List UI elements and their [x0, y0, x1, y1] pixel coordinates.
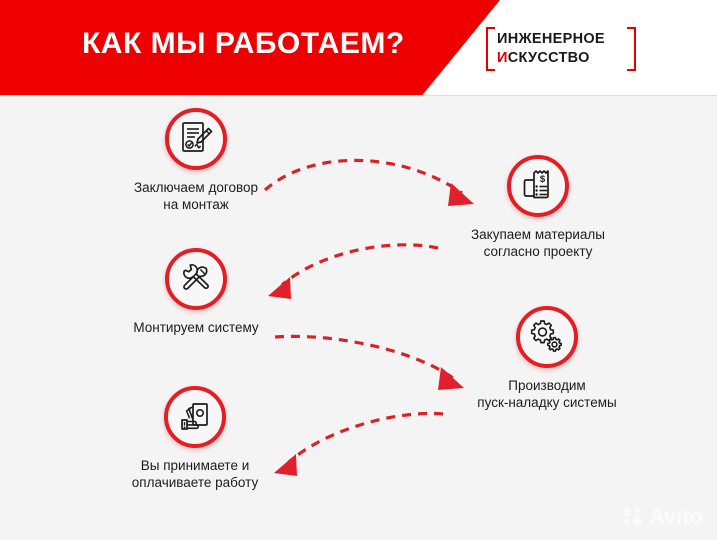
step-5-label: Вы принимаете и оплачиваете работу	[131, 458, 259, 490]
logo-line-one: ИНЖЕНЕРНОЕ	[497, 31, 605, 47]
step-2-icon-circle: $	[507, 155, 569, 217]
step-1-label: Заключаем договор на монтаж	[133, 180, 259, 212]
step-2-label: Закупаем материалы согласно проекту	[471, 227, 605, 259]
avito-dots-icon	[622, 507, 645, 527]
page-title: КАК МЫ РАБОТАЕМ?	[82, 27, 405, 60]
hand-money-icon	[181, 403, 208, 430]
step-4-icon-circle	[516, 306, 578, 368]
logo-bracket-right-icon	[627, 27, 636, 71]
avito-watermark-text: Avito	[648, 504, 703, 529]
step-2: $ Закупаем материалы согласно проекту	[443, 155, 633, 260]
step-1-icon-circle	[165, 108, 227, 170]
step-5: Вы принимаете и оплачиваете работу	[104, 386, 286, 491]
step-1: Заключаем договор на монтаж	[106, 108, 286, 213]
logo-bracket-left-icon	[486, 27, 495, 71]
step-4-label: Производим пуск-наладку системы	[477, 378, 617, 410]
logo-line-two-rest: СКУССТВО	[507, 50, 590, 66]
arrow-step4-to-step5	[274, 411, 444, 476]
logo-line-two: ИСКУССТВО	[497, 50, 590, 66]
header-red-banner	[0, 0, 500, 95]
arrow-step2-to-step3	[268, 243, 439, 299]
avito-watermark: Avito	[622, 504, 703, 529]
svg-text:$: $	[540, 174, 546, 185]
header-bar: КАК МЫ РАБОТАЕМ? ИНЖЕНЕРНОЕ ИСКУССТВО	[0, 0, 717, 96]
step-5-icon-circle	[164, 386, 226, 448]
step-3-label: Монтируем систему	[133, 320, 259, 335]
step-4: Производим пуск-наладку системы	[452, 306, 642, 411]
gears-icon	[530, 320, 563, 352]
step-3-icon-circle	[165, 248, 227, 310]
step-3: Монтируем систему	[112, 248, 280, 336]
company-logo: ИНЖЕНЕРНОЕ ИСКУССТВО	[486, 27, 636, 71]
arrow-step3-to-step4	[274, 334, 464, 390]
receipt-invoice-icon: $	[523, 170, 549, 199]
contract-signature-icon	[182, 122, 213, 152]
logo-accent-letter: И	[497, 50, 508, 66]
wrench-screwdriver-icon	[183, 264, 209, 290]
